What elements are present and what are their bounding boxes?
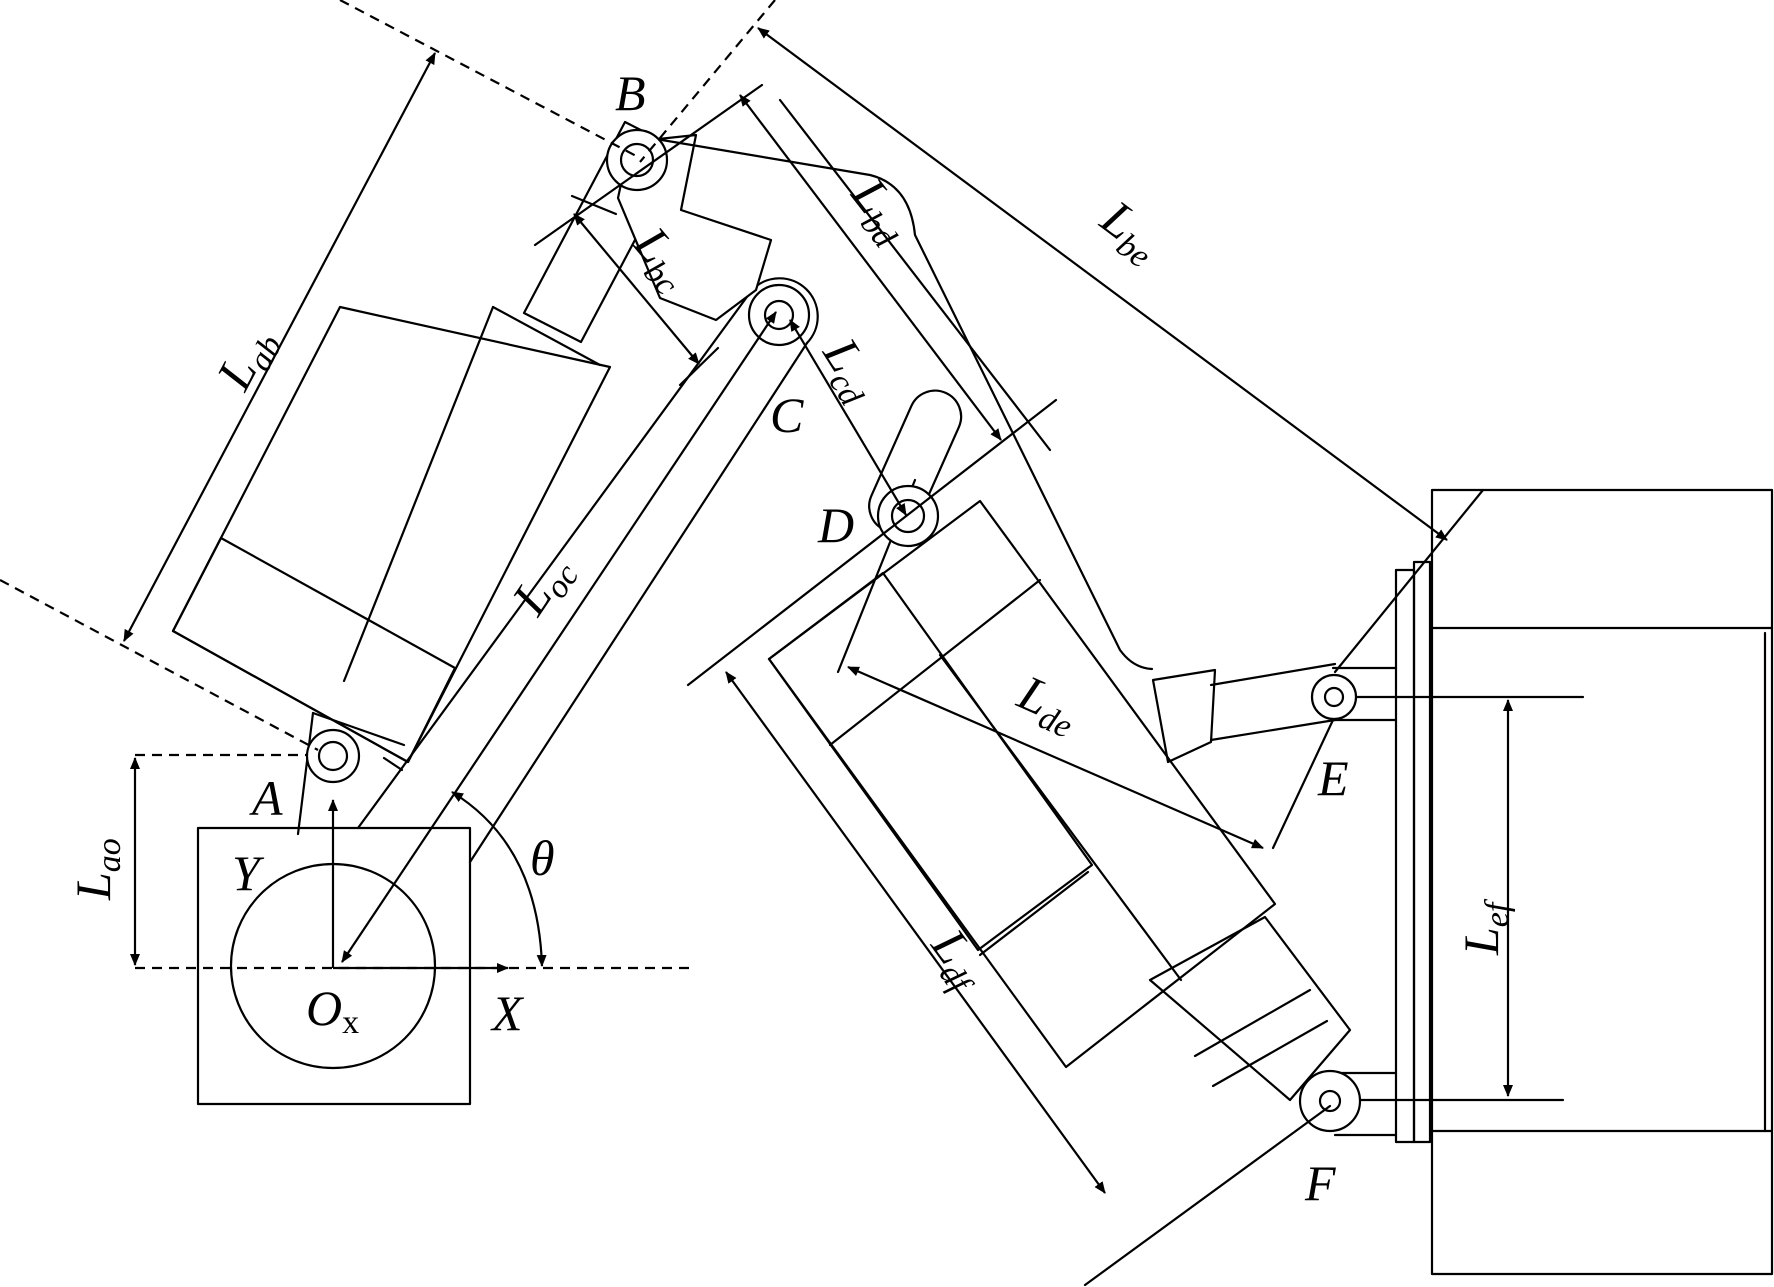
l-bc-lower-tick [678, 346, 720, 387]
joint-a [305, 728, 361, 784]
l-ao-label-main: L [65, 872, 121, 901]
cylinder-df-end [767, 571, 1094, 952]
dimension-lines [0, 0, 1513, 1287]
cylinder-df-inner-line-c [978, 870, 1090, 957]
point-label-f: F [1304, 1155, 1336, 1211]
cylinder-df-link-to-e [1271, 718, 1335, 850]
joint-e [1310, 673, 1358, 721]
link-be-lower-edge [778, 98, 1052, 452]
origin-label-main: O [306, 980, 342, 1036]
point-label-c: C [770, 387, 804, 443]
joint-e-pin [1323, 686, 1345, 708]
theta-label: θ [530, 830, 555, 886]
cylinder-ab [171, 120, 684, 836]
l-be-dimension-line [757, 27, 1448, 541]
point-label-e: E [1317, 750, 1349, 806]
theta-angle-arc [451, 791, 547, 967]
cylinder-ab-end-cap [171, 536, 457, 764]
base-assembly [130, 753, 695, 1106]
l-oc-dimension-line [341, 311, 777, 963]
link-be-rod-upper [1209, 662, 1337, 687]
l-bd-upper-extension [533, 83, 764, 247]
joint-c-pin [763, 299, 795, 331]
point-label-d: D [817, 497, 854, 553]
cylinder-df-rod-line-b [1211, 1019, 1329, 1088]
joint-f-pin [1318, 1089, 1342, 1113]
end-effector-diagonal [1333, 488, 1485, 674]
link-be-upper-edge [648, 136, 1154, 671]
cylinder-df-inner-line-a [828, 578, 1042, 747]
l-ef-label: Lef [1453, 898, 1516, 956]
axis-label-y: Y [232, 845, 265, 901]
cylinder-ab-head-line [342, 305, 495, 683]
origin-label-sub: x [342, 1004, 359, 1041]
l-be-upper-extension [639, 0, 776, 163]
axis-label-x: X [490, 985, 525, 1041]
l-ef-label-sub: ef [1479, 898, 1516, 927]
boom-arm-root-link [382, 756, 404, 772]
l-df-lower-extension [1083, 1104, 1332, 1287]
link-be [648, 98, 1337, 764]
l-ef-label-main: L [1453, 927, 1509, 956]
l-de-label: Lde [1007, 663, 1088, 745]
cylinder-df-rod-line-a [1193, 988, 1312, 1058]
point-label-b: B [615, 65, 646, 121]
l-bd-dimension-line [739, 94, 1002, 441]
l-ao-label: Lao [65, 838, 128, 901]
l-ab-label: Lab [205, 317, 290, 402]
boom-arm [356, 277, 819, 864]
l-bc-extension [570, 194, 618, 216]
end-effector-frame [1430, 488, 1774, 1276]
l-ab-upper-extension [339, 0, 641, 159]
l-cd-dimension-line [789, 319, 907, 516]
end-effector-plate-inner [1412, 560, 1432, 1144]
cylinder-ab-mount-a [296, 711, 315, 836]
l-ab-dimension-line [123, 52, 436, 642]
end-effector [1318, 488, 1774, 1276]
l-df-dimension-line [725, 671, 1106, 1194]
origin-label: Ox [306, 980, 359, 1041]
end-effector-plate-outer [1394, 568, 1416, 1144]
l-de-upper-extension [686, 398, 1058, 687]
joint-a-pin [317, 740, 349, 772]
l-ao-label-sub: ao [91, 838, 128, 872]
l-be-label: Lbe [1086, 188, 1173, 275]
cylinder-df [767, 478, 1352, 1102]
l-ab-lower-extension [0, 579, 319, 751]
joint-b-pin [619, 142, 655, 178]
joint-b [605, 128, 669, 192]
point-label-a: A [249, 770, 283, 826]
link-be-rod-lower [1209, 718, 1337, 742]
